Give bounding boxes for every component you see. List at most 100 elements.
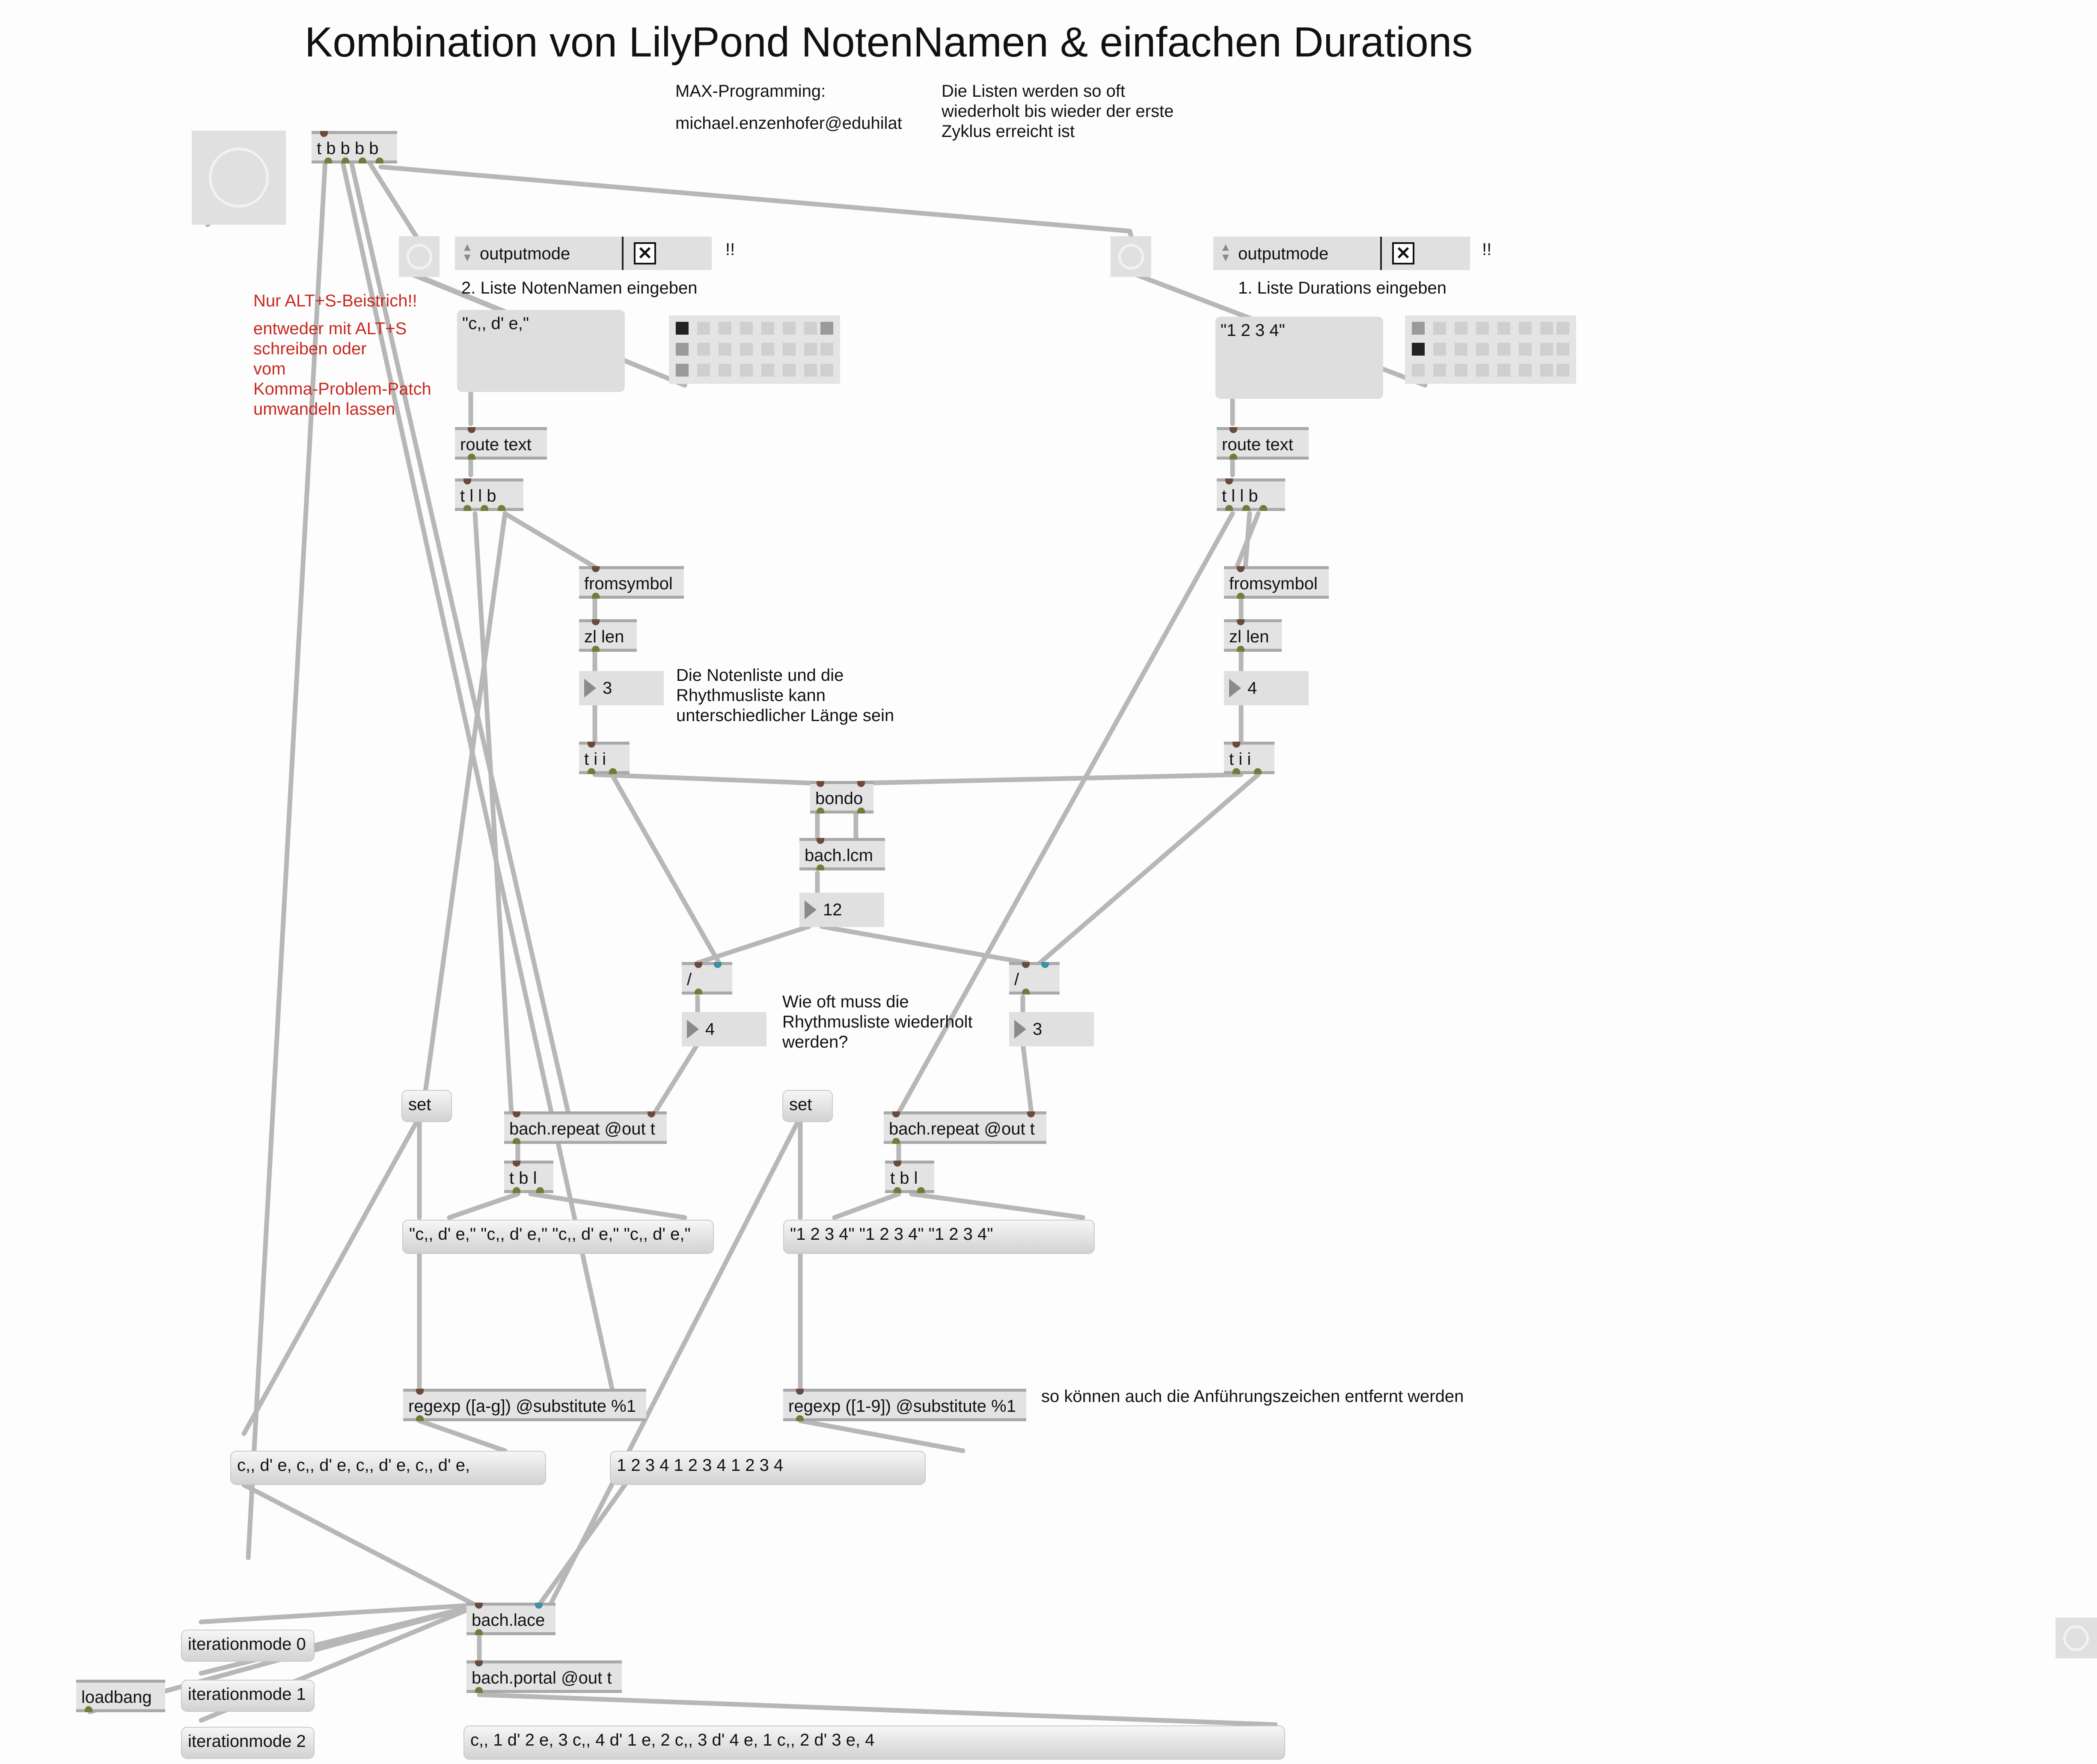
outlet[interactable] — [1225, 505, 1233, 511]
matrix-cell[interactable] — [1497, 343, 1510, 356]
inlet[interactable] — [894, 1161, 901, 1167]
iterationmode-0-message[interactable]: iterationmode 0 — [181, 1630, 315, 1662]
matrix-cell[interactable] — [804, 343, 817, 356]
regexp-notes[interactable]: regexp ([a-g]) @substitute %1 — [403, 1389, 646, 1421]
outlet[interactable] — [463, 505, 471, 511]
outlet[interactable] — [796, 1415, 804, 1421]
outlet[interactable] — [536, 1187, 544, 1193]
matrix-cell[interactable] — [740, 364, 753, 377]
outlet[interactable] — [609, 768, 617, 774]
regexp-durations[interactable]: regexp ([1-9]) @substitute %1 — [783, 1389, 1026, 1421]
matrix-cell[interactable] — [1412, 322, 1425, 335]
toggle-checkbox[interactable]: ✕ — [1392, 242, 1414, 264]
matrix-cell[interactable] — [676, 343, 689, 356]
outlet[interactable] — [1254, 768, 1262, 774]
matrix-cell[interactable] — [719, 364, 731, 377]
matrix-cell[interactable] — [1433, 343, 1446, 356]
notes-repeated-message[interactable]: "c,, d' e," "c,, d' e," "c,, d' e," "c,,… — [402, 1220, 714, 1254]
bach-portal-object[interactable]: bach.portal @out t — [466, 1660, 622, 1693]
durations-repeated-message[interactable]: "1 2 3 4" "1 2 3 4" "1 2 3 4" — [783, 1220, 1095, 1254]
matrix-cell[interactable] — [761, 343, 774, 356]
outlet[interactable] — [592, 593, 600, 599]
outlet[interactable] — [85, 1706, 92, 1712]
outlet[interactable] — [592, 646, 600, 652]
inlet[interactable] — [320, 131, 328, 137]
inlet[interactable] — [1022, 962, 1030, 968]
inlet[interactable] — [1225, 478, 1233, 484]
trigger-tii-right[interactable]: t i i — [1224, 742, 1274, 774]
bondo-object[interactable]: bondo — [810, 781, 873, 814]
outlet[interactable] — [359, 157, 366, 163]
bach-lcm-object[interactable]: bach.lcm — [799, 838, 885, 870]
result-message[interactable]: c,, 1 d' 2 e, 3 c,, 4 d' 1 e, 2 c,, 3 d'… — [463, 1725, 1285, 1760]
set-message-right[interactable]: set — [782, 1090, 833, 1122]
outlet[interactable] — [1242, 505, 1250, 511]
inlet[interactable] — [817, 838, 824, 844]
outlet[interactable] — [342, 157, 349, 163]
outlet[interactable] — [817, 864, 824, 870]
outlet[interactable] — [324, 157, 332, 163]
iterationmode-2-message[interactable]: iterationmode 2 — [181, 1727, 315, 1759]
trigger-tbl-right[interactable]: t b l — [885, 1161, 934, 1193]
durations-clean-message[interactable]: 1 2 3 4 1 2 3 4 1 2 3 4 — [610, 1451, 926, 1485]
outlet[interactable] — [1022, 989, 1030, 995]
iterationmode-1-message[interactable]: iterationmode 1 — [181, 1680, 315, 1712]
matrix-cell[interactable] — [761, 322, 774, 335]
matrix-cell[interactable] — [1540, 343, 1553, 356]
inlet[interactable] — [1230, 427, 1237, 433]
matrix-cell[interactable] — [697, 364, 710, 377]
outlet[interactable] — [416, 1415, 424, 1421]
outlet[interactable] — [475, 1687, 483, 1693]
outlet[interactable] — [695, 989, 702, 995]
inlet[interactable] — [535, 1603, 543, 1609]
matrix-cell[interactable] — [1519, 322, 1532, 335]
outlet[interactable] — [892, 1138, 900, 1144]
bang-button-large[interactable] — [192, 131, 286, 225]
bach-lace-object[interactable]: bach.lace — [466, 1603, 555, 1635]
outlet[interactable] — [1233, 768, 1240, 774]
route-text-right[interactable]: route text — [1217, 427, 1309, 460]
matrix-cell[interactable] — [820, 343, 833, 356]
inlet[interactable] — [416, 1389, 424, 1395]
outlet[interactable] — [1237, 646, 1245, 652]
outlet[interactable] — [588, 768, 595, 774]
bach-repeat-right[interactable]: bach.repeat @out t — [884, 1111, 1046, 1144]
bach-repeat-left[interactable]: bach.repeat @out t — [504, 1111, 667, 1144]
matrix-cell[interactable] — [783, 364, 796, 377]
matrix-cell[interactable] — [1455, 343, 1467, 356]
inlet[interactable] — [463, 478, 471, 484]
matrix-cell[interactable] — [1497, 364, 1510, 377]
trigger-tbl-left[interactable]: t b l — [504, 1161, 553, 1193]
inlet[interactable] — [714, 962, 722, 968]
matrix-cell[interactable] — [1476, 364, 1489, 377]
trigger-tii-left[interactable]: t i i — [579, 742, 630, 774]
outlet[interactable] — [475, 1629, 483, 1635]
outlet[interactable] — [498, 505, 505, 511]
matrix-cell[interactable] — [1540, 364, 1553, 377]
inlet[interactable] — [1237, 566, 1245, 572]
inlet[interactable] — [1027, 1111, 1035, 1117]
set-message-left[interactable]: set — [401, 1090, 452, 1122]
matrix-cell[interactable] — [804, 322, 817, 335]
matrix-cell[interactable] — [1556, 364, 1569, 377]
outputmode-menu-right[interactable]: ▲▼ outputmode ✕ — [1213, 237, 1470, 270]
inlet[interactable] — [513, 1111, 520, 1117]
matrix-cell[interactable] — [1556, 343, 1569, 356]
inlet[interactable] — [475, 1660, 483, 1666]
outlet[interactable] — [817, 808, 824, 814]
inlet[interactable] — [592, 566, 600, 572]
matrix-cell[interactable] — [783, 322, 796, 335]
route-text-left[interactable]: route text — [455, 427, 547, 460]
outlet[interactable] — [1237, 593, 1245, 599]
fromsymbol-right[interactable]: fromsymbol — [1224, 566, 1329, 599]
inlet[interactable] — [468, 427, 475, 433]
matrix-cell[interactable] — [697, 322, 710, 335]
matrix-cell[interactable] — [1433, 322, 1446, 335]
textedit-notes[interactable]: "c,, d' e," — [457, 310, 625, 392]
matrix-cell[interactable] — [1455, 364, 1467, 377]
outlet[interactable] — [894, 1187, 901, 1193]
matrix-cell[interactable] — [1540, 322, 1553, 335]
number-repeats-right[interactable]: 3 — [1009, 1012, 1094, 1046]
inlet[interactable] — [592, 619, 600, 625]
matrix-cell[interactable] — [820, 364, 833, 377]
